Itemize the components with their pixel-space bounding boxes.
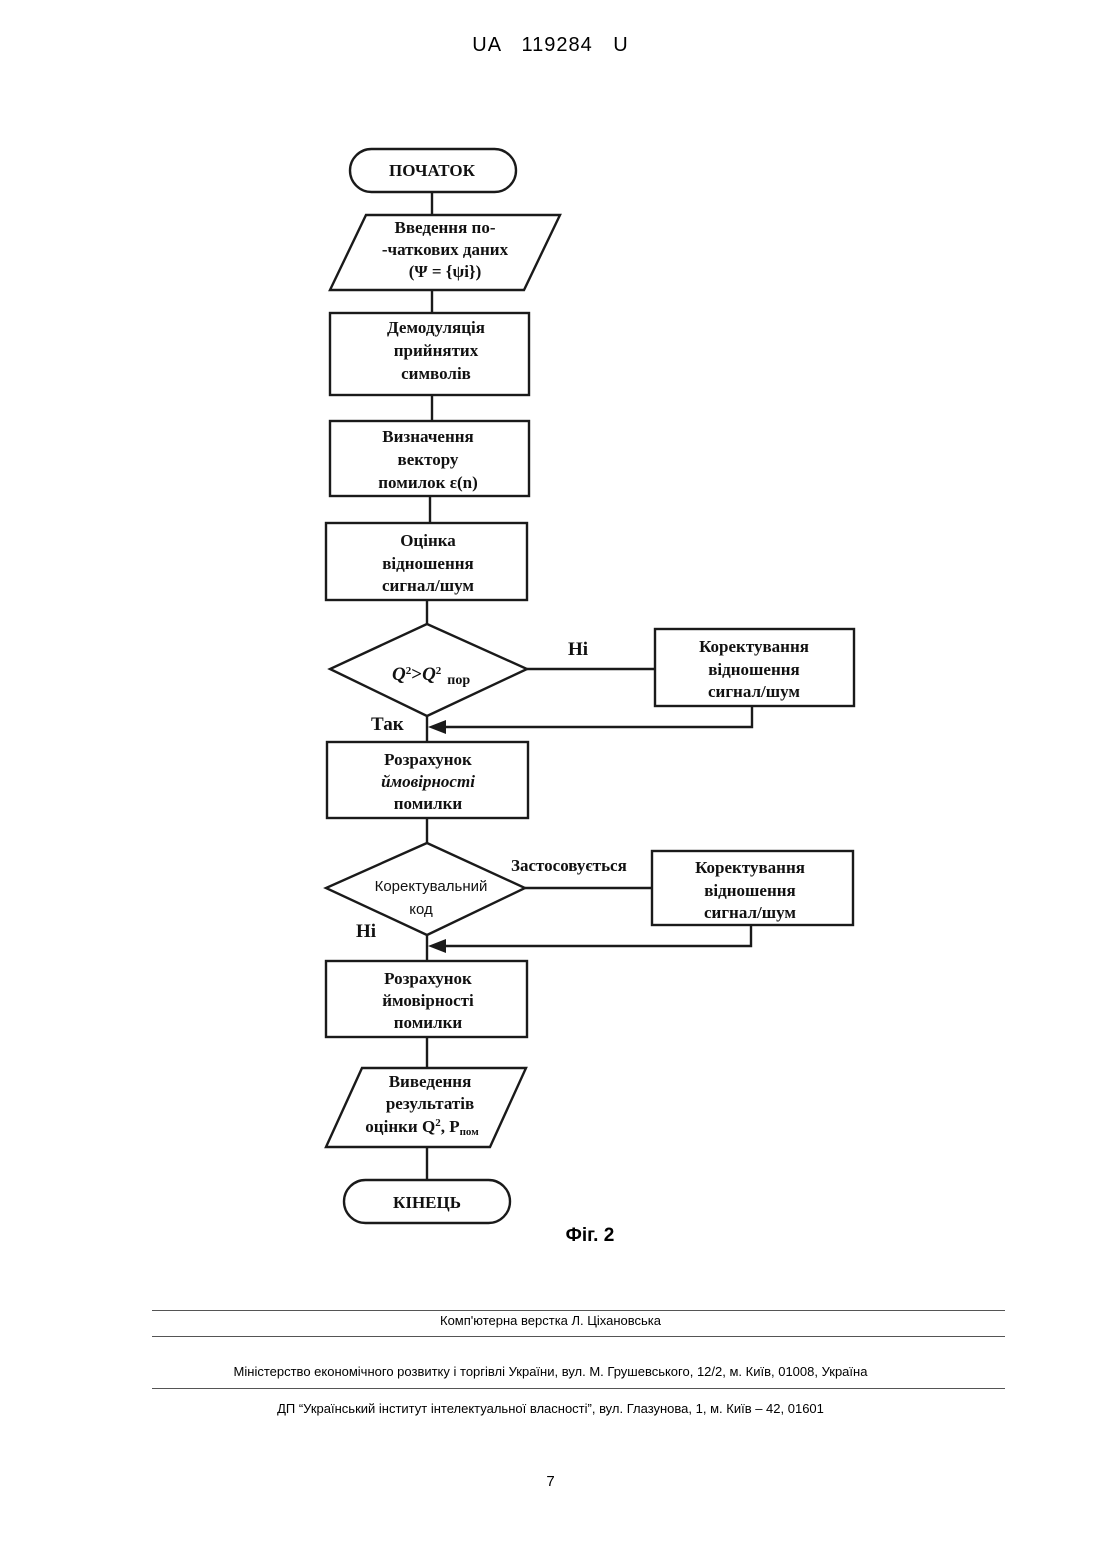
- output-line-1: Виведення: [389, 1072, 472, 1091]
- errvec-line-2: вектору: [398, 450, 459, 469]
- calc2-line-3: помилки: [394, 1013, 463, 1032]
- errvec-line-3: помилок ε(n): [378, 473, 477, 492]
- snr-line-3: сигнал/шум: [382, 576, 474, 595]
- demodulation-block: Демодуляція прийнятих символів: [330, 313, 529, 395]
- correct2-line-3: сигнал/шум: [704, 903, 796, 922]
- decision1-no-label: Ні: [568, 639, 588, 660]
- code-decision: Коректувальний код Застосовується Ні: [326, 843, 627, 942]
- input-line-3: (Ψ = {ψi}): [409, 262, 482, 281]
- correct2-line-1: Коректування: [695, 858, 805, 877]
- error-vector-block: Визначення вектору помилок ε(n): [330, 421, 529, 496]
- footer-layout-credit: Комп'ютерна верстка Л. Ціхановська: [0, 1313, 1101, 1328]
- snr-line-2: відношення: [382, 554, 473, 573]
- output-results-block: Виведення результатів оцінки Q2, Pпом: [326, 1068, 526, 1147]
- decision2-line-2: код: [409, 901, 433, 918]
- figure-caption: Фіг. 2: [540, 1225, 640, 1247]
- start-label: ПОЧАТОК: [389, 161, 476, 180]
- decision2-line-1: Коректувальний: [375, 878, 488, 895]
- demod-line-2: прийнятих: [394, 341, 479, 360]
- footer-rule-top: [152, 1310, 1005, 1311]
- input-line-2: -чаткових даних: [382, 240, 509, 259]
- decision2-no-label: Ні: [356, 921, 376, 942]
- calc2-line-2: ймовірності: [382, 991, 474, 1010]
- correct2-line-2: відношення: [704, 881, 795, 900]
- snr-line-1: Оцінка: [400, 531, 456, 550]
- footer-rule-bottom: [152, 1388, 1005, 1389]
- end-terminal: КІНЕЦЬ: [344, 1180, 510, 1223]
- input-data-block: Введення по- -чаткових даних (Ψ = {ψi}): [330, 215, 560, 290]
- footer-rule-middle: [152, 1336, 1005, 1337]
- page-number: 7: [0, 1473, 1101, 1490]
- end-label: КІНЕЦЬ: [393, 1193, 461, 1212]
- edge-correct2-return: [443, 925, 751, 946]
- errvec-line-1: Визначення: [382, 427, 474, 446]
- correct1-line-1: Коректування: [699, 637, 809, 656]
- snr-correction-block-2: Коректування відношення сигнал/шум: [652, 851, 853, 925]
- footer-ministry: Міністерство економічного розвитку і тор…: [0, 1364, 1101, 1379]
- input-line-1: Введення по-: [395, 218, 496, 237]
- footer-institute: ДП “Український інститут інтелектуальної…: [0, 1401, 1101, 1416]
- demod-line-3: символів: [401, 364, 471, 383]
- calc2-line-1: Розрахунок: [384, 969, 472, 988]
- decision1-yes-label: Так: [371, 714, 404, 735]
- snr-estimation-block: Оцінка відношення сигнал/шум: [326, 523, 527, 600]
- arrowhead-1: [428, 720, 446, 734]
- demod-line-1: Демодуляція: [387, 318, 485, 337]
- error-probability-block-2: Розрахунок ймовірності помилки: [326, 961, 527, 1037]
- correct1-line-2: відношення: [708, 660, 799, 679]
- calc1-line-1: Розрахунок: [384, 750, 472, 769]
- edge-correct1-return: [443, 706, 752, 727]
- output-line-2: результатів: [386, 1094, 474, 1113]
- snr-correction-block-1: Коректування відношення сигнал/шум: [655, 629, 854, 706]
- arrowhead-2: [428, 939, 446, 953]
- start-terminal: ПОЧАТОК: [350, 149, 516, 192]
- threshold-decision: Q2>Q2пор Ні Так: [330, 624, 588, 735]
- error-probability-block-1: Розрахунок ймовірності помилки: [327, 742, 528, 818]
- calc1-line-2: ймовірності: [381, 772, 475, 791]
- calc1-line-3: помилки: [394, 794, 463, 813]
- decision2-yes-label: Застосовується: [511, 856, 627, 875]
- correct1-line-3: сигнал/шум: [708, 682, 800, 701]
